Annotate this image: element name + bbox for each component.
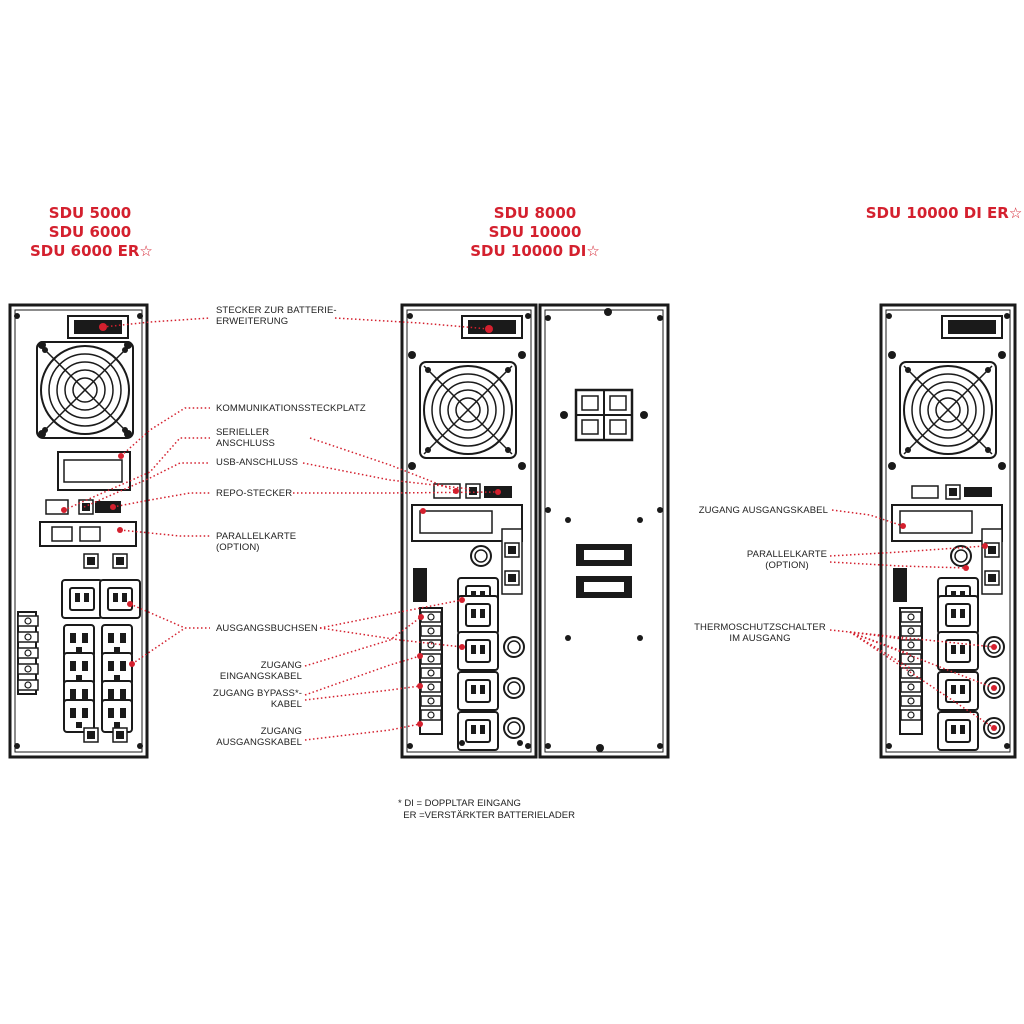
label-input-cable-access: ZUGANG EINGANGSKABEL: [220, 660, 302, 682]
label-usb-port: USB-ANSCHLUSS: [216, 457, 298, 468]
label-line: PARALLELKARTE: [216, 531, 297, 542]
label-serial-port: SERIELLER ANSCHLUSS: [216, 427, 275, 449]
model-name: SDU 8000: [493, 204, 577, 222]
model-name: SDU 10000 DI ER☆: [865, 204, 1023, 222]
model-title-group-a: SDU 5000 SDU 6000 SDU 6000 ER☆: [30, 204, 153, 261]
unit-a-rear-panel: [8, 303, 149, 759]
label-line: EINGANGSKABEL: [219, 671, 302, 682]
label-line: KOMMUNIKATIONSSTECKPLATZ: [216, 403, 366, 414]
label-line: PARALLELKARTE: [746, 549, 828, 560]
footnote: * DI = DOPPLTAR EINGANG ER =VERSTÄRKTER …: [398, 798, 575, 822]
leader-lines: [63, 317, 995, 741]
label-line: ZUGANG: [260, 660, 302, 671]
label-comm-slot: KOMMUNIKATIONSSTECKPLATZ: [216, 403, 366, 414]
label-thermal-switch: THERMOSCHUTZSCHALTER IM AUSGANG: [690, 622, 830, 644]
model-title-group-c: SDU 10000 DI ER☆: [864, 204, 1024, 223]
label-line: AUSGANGSKABEL: [216, 737, 302, 748]
label-line: IM AUSGANG: [729, 633, 791, 644]
label-line: STECKER ZUR BATTERIE-: [216, 305, 337, 316]
unit-c-rear-panel: [879, 303, 1017, 759]
label-parallel-card: PARALLELKARTE (OPTION): [216, 531, 296, 553]
unit-b-rear-panel: [400, 303, 538, 759]
label-line: ERWEITERUNG: [216, 316, 289, 327]
label-line: THERMOSCHUTZSCHALTER: [694, 622, 826, 633]
model-name: SDU 10000: [488, 223, 582, 241]
label-output-sockets: AUSGANGSBUCHSEN: [216, 623, 318, 634]
model-title-group-b: SDU 8000 SDU 10000 SDU 10000 DI☆: [460, 204, 610, 261]
label-line: USB-ANSCHLUSS: [216, 457, 299, 468]
model-name: SDU 10000 DI☆: [470, 242, 600, 260]
label-line: ZUGANG BYPASS*-: [213, 688, 302, 699]
label-output-cable-access-c: ZUGANG AUSGANGSKABEL: [699, 505, 828, 516]
label-line: ZUGANG AUSGANGSKABEL: [698, 505, 828, 516]
label-parallel-card-c: PARALLELKARTE (OPTION): [742, 549, 832, 571]
label-line: ZUGANG: [260, 726, 302, 737]
label-bypass-cable-access: ZUGANG BYPASS*- KABEL: [213, 688, 302, 710]
label-line: SERIELLER: [216, 427, 270, 438]
label-repo-connector: REPO-STECKER: [216, 488, 292, 499]
model-name: SDU 5000: [48, 204, 132, 222]
label-line: (OPTION): [765, 560, 809, 571]
model-name: SDU 6000 ER☆: [30, 242, 153, 260]
label-line: REPO-STECKER: [216, 488, 293, 499]
label-line: (OPTION): [216, 542, 260, 553]
label-battery-connector: STECKER ZUR BATTERIE- ERWEITERUNG: [216, 305, 337, 327]
battery-extension-cabinet: [538, 303, 670, 759]
model-name: SDU 6000: [48, 223, 132, 241]
label-output-cable-access: ZUGANG AUSGANGSKABEL: [216, 726, 302, 748]
footnote-line: ER =VERSTÄRKTER BATTERIELADER: [398, 810, 575, 821]
footnote-line: * DI = DOPPLTAR EINGANG: [398, 798, 521, 809]
label-line: KABEL: [270, 699, 302, 710]
label-line: AUSGANGSBUCHSEN: [216, 623, 318, 634]
label-line: ANSCHLUSS: [216, 438, 275, 449]
